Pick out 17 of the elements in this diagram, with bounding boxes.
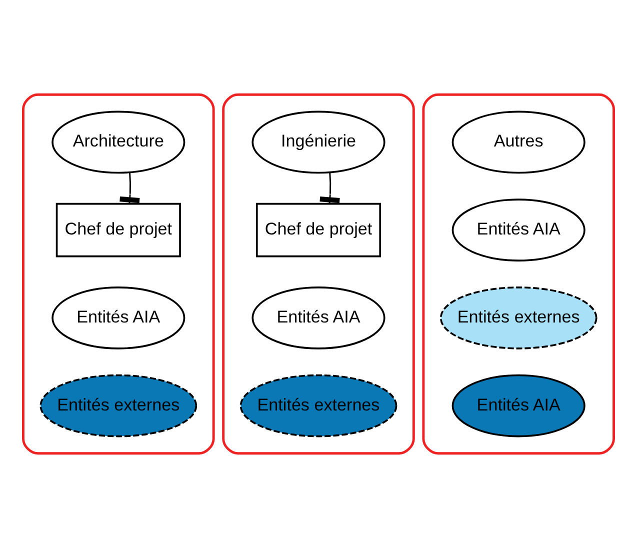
cluster <box>22 92 215 454</box>
node-ellipse: Autres <box>452 110 586 174</box>
connector <box>120 172 140 203</box>
node-box: Chef de projet <box>56 202 181 257</box>
node-ellipse: Entités AIA <box>52 286 186 349</box>
cluster <box>422 92 615 454</box>
node-ellipse: Architecture <box>52 110 186 174</box>
cluster <box>222 92 415 454</box>
node-ellipse: Entités AIA <box>452 374 586 437</box>
node-ellipse: Entités externes <box>40 374 198 437</box>
node-ellipse: Entités externes <box>240 374 398 437</box>
node-ellipse: Entités AIA <box>252 286 386 349</box>
node-ellipse: Ingénierie <box>252 110 386 174</box>
node-ellipse: Entités AIA <box>452 198 586 261</box>
node-box: Chef de projet <box>256 202 382 257</box>
node-ellipse: Entités externes <box>440 286 598 349</box>
connector <box>320 172 340 203</box>
